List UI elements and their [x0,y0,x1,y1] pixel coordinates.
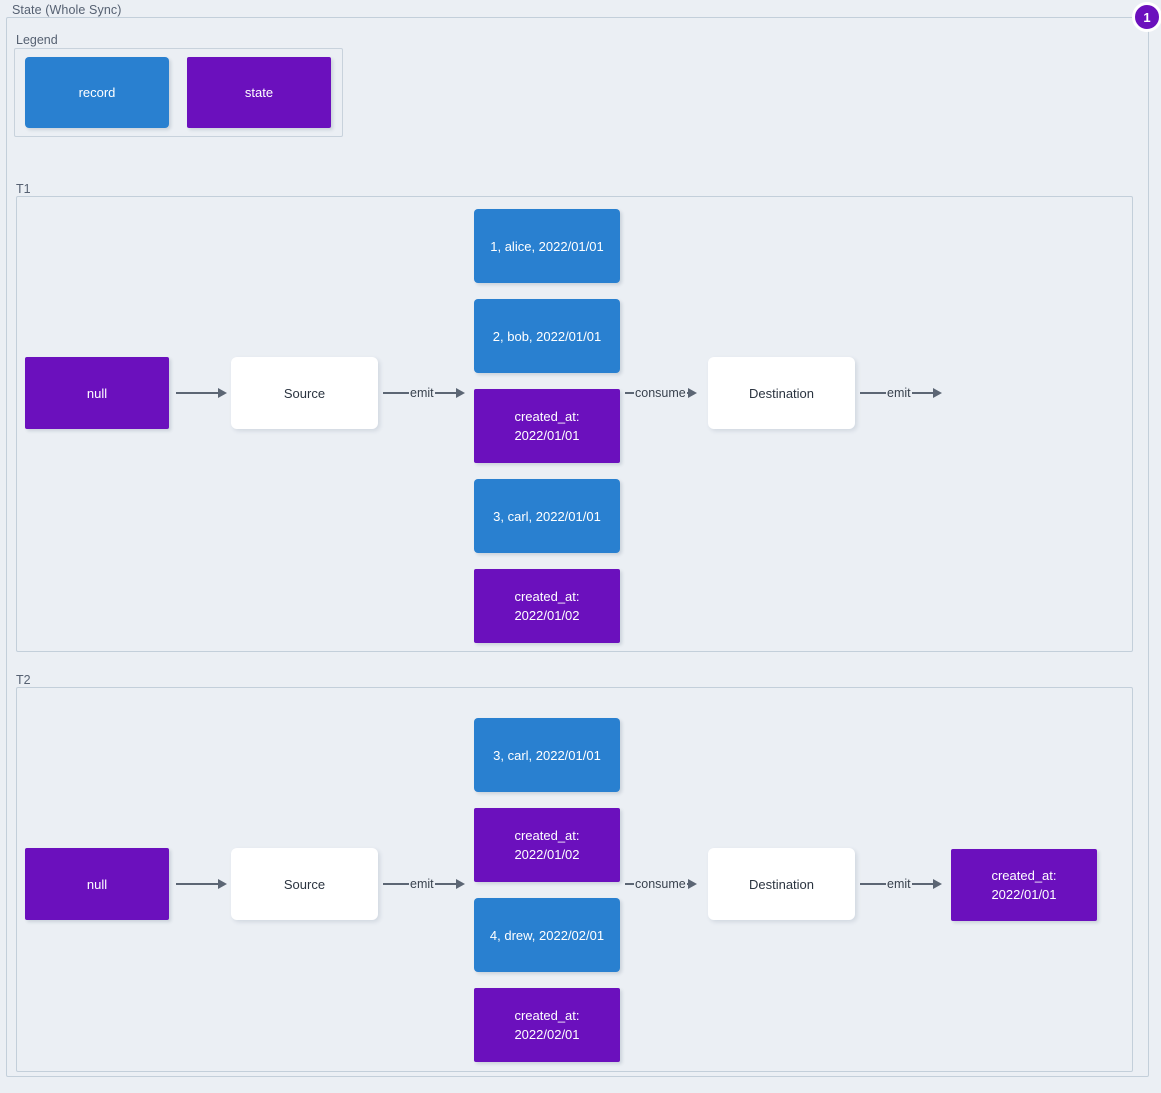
arrow-line [176,391,219,395]
step-badge[interactable]: 1 [1132,2,1161,32]
arrow-line [625,882,634,886]
arrow-label-consume: consume [635,876,686,891]
arrow-head [218,388,227,398]
t2-arrow-emit-source: emit [383,877,465,891]
arrow-head [687,388,697,398]
arrow-label-emit: emit [887,876,911,891]
t1-initial-state: null [25,357,169,429]
t2-destination: Destination [708,848,855,920]
arrow-line [176,882,219,886]
legend-swatch-record: record [25,57,169,128]
t1-stream-item-1: 2, bob, 2022/01/01 [474,299,620,373]
t1-stream-item-2: created_at: 2022/01/01 [474,389,620,463]
t2-stream-item-0: 3, carl, 2022/01/01 [474,718,620,792]
arrow-head [455,388,465,398]
legend-swatch-state: state [187,57,331,128]
t2-arrow-consume: consume [625,877,697,891]
page-title: State (Whole Sync) [12,3,122,17]
t1-arrow-emit-source: emit [383,386,465,400]
arrow-head [932,388,942,398]
t1-stream-item-3: 3, carl, 2022/01/01 [474,479,620,553]
arrow-head [455,879,465,889]
t2-arrow-state-to-source [176,877,228,891]
group-label-t2: T2 [16,673,31,687]
arrow-line [625,391,634,395]
t2-stream-item-1: created_at: 2022/01/02 [474,808,620,882]
arrow-head [218,879,227,889]
t1-stream-item-0: 1, alice, 2022/01/01 [474,209,620,283]
arrow-line [911,882,934,886]
arrow-line [383,391,409,395]
arrow-label-emit: emit [410,385,434,400]
t1-arrow-emit-destination: emit [860,386,942,400]
t2-source: Source [231,848,378,920]
arrow-head [687,879,697,889]
arrow-label-emit: emit [410,876,434,891]
arrow-label-consume: consume [635,385,686,400]
t2-stream-item-2: 4, drew, 2022/02/01 [474,898,620,972]
t1-stream-item-4: created_at: 2022/01/02 [474,569,620,643]
arrow-line [383,882,409,886]
t1-source: Source [231,357,378,429]
arrow-head [932,879,942,889]
t1-destination: Destination [708,357,855,429]
t2-stream-item-3: created_at: 2022/02/01 [474,988,620,1062]
t1-arrow-consume: consume [625,386,697,400]
arrow-line [434,391,457,395]
t1-arrow-state-to-source [176,386,228,400]
arrow-line [860,391,886,395]
arrow-line [911,391,934,395]
arrow-label-emit: emit [887,385,911,400]
t2-final-state: created_at: 2022/01/01 [951,849,1097,921]
t2-arrow-emit-destination: emit [860,877,942,891]
t2-initial-state: null [25,848,169,920]
group-label-t1: T1 [16,182,31,196]
arrow-line [434,882,457,886]
legend-label: Legend [16,33,58,47]
arrow-line [860,882,886,886]
